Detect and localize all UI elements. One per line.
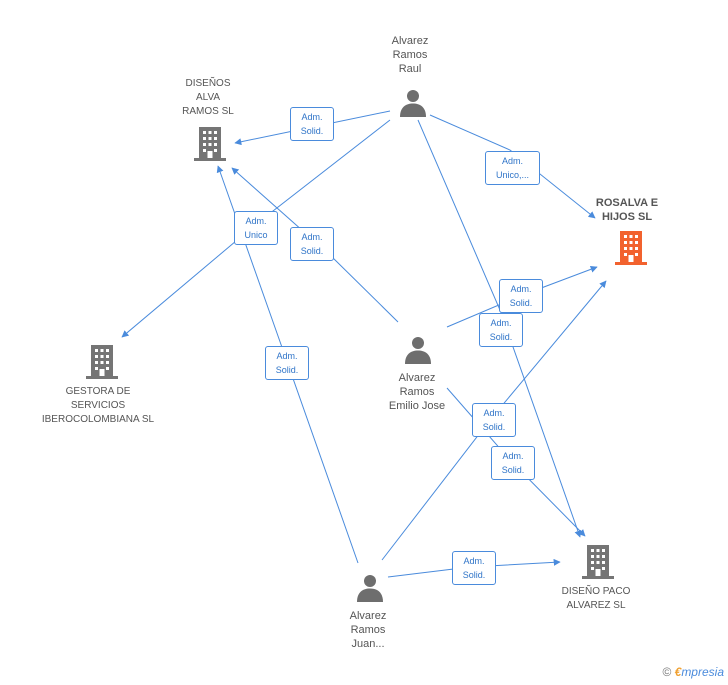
building-icon[interactable]: [194, 127, 226, 161]
node-label-rosalva: ROSALVA E HIJOS SL: [595, 197, 659, 223]
node-label-diseno-paco: DISEÑO PACO ALVAREZ SL: [561, 586, 631, 611]
building-icon[interactable]: [615, 231, 647, 265]
node-label-raul: Alvarez Ramos Raul: [391, 35, 429, 75]
person-icon[interactable]: [403, 335, 433, 365]
building-icon[interactable]: [582, 545, 614, 579]
brand-logo-icon: €: [674, 665, 682, 679]
edge-label-raul-gestora[interactable]: Adm.Unico: [234, 211, 278, 245]
edge-raul-rosalva: [429, 114, 596, 219]
person-icon[interactable]: [398, 88, 428, 118]
edge-label-juan-disenos[interactable]: Adm.Solid.: [265, 346, 309, 380]
node-label-emilio-jose: Alvarez Ramos Emilio Jose: [388, 372, 446, 412]
edge-label-raul-paco[interactable]: Adm.Solid.: [479, 313, 523, 347]
building-icon[interactable]: [86, 345, 118, 379]
edge-label-emilio-disenos[interactable]: Adm.Solid.: [290, 227, 334, 261]
node-label-disenos-alva: DISEÑOS ALVA RAMOS SL: [182, 78, 234, 117]
person-icon[interactable]: [355, 573, 385, 603]
edge-label-emilio-paco[interactable]: Adm.Solid.: [491, 446, 535, 480]
copyright-symbol: ©: [662, 665, 672, 679]
edge-label-raul-rosalva[interactable]: Adm.Unico,...: [485, 151, 540, 185]
edge-label-emilio-rosalva[interactable]: Adm.Solid.: [499, 279, 543, 313]
node-label-gestora: GESTORA DE SERVICIOS IBEROCOLOMBIANA SL: [41, 386, 155, 425]
node-label-juan: Alvarez Ramos Juan...: [349, 610, 387, 650]
brand-watermark: © €mpresia: [662, 665, 724, 679]
edge-label-juan-paco[interactable]: Adm.Solid.: [452, 551, 496, 585]
edge-label-raul-disenos[interactable]: Adm.Solid.: [290, 107, 334, 141]
edge-label-juan-rosalva[interactable]: Adm.Solid.: [472, 403, 516, 437]
brand-name: mpresia: [681, 665, 724, 679]
